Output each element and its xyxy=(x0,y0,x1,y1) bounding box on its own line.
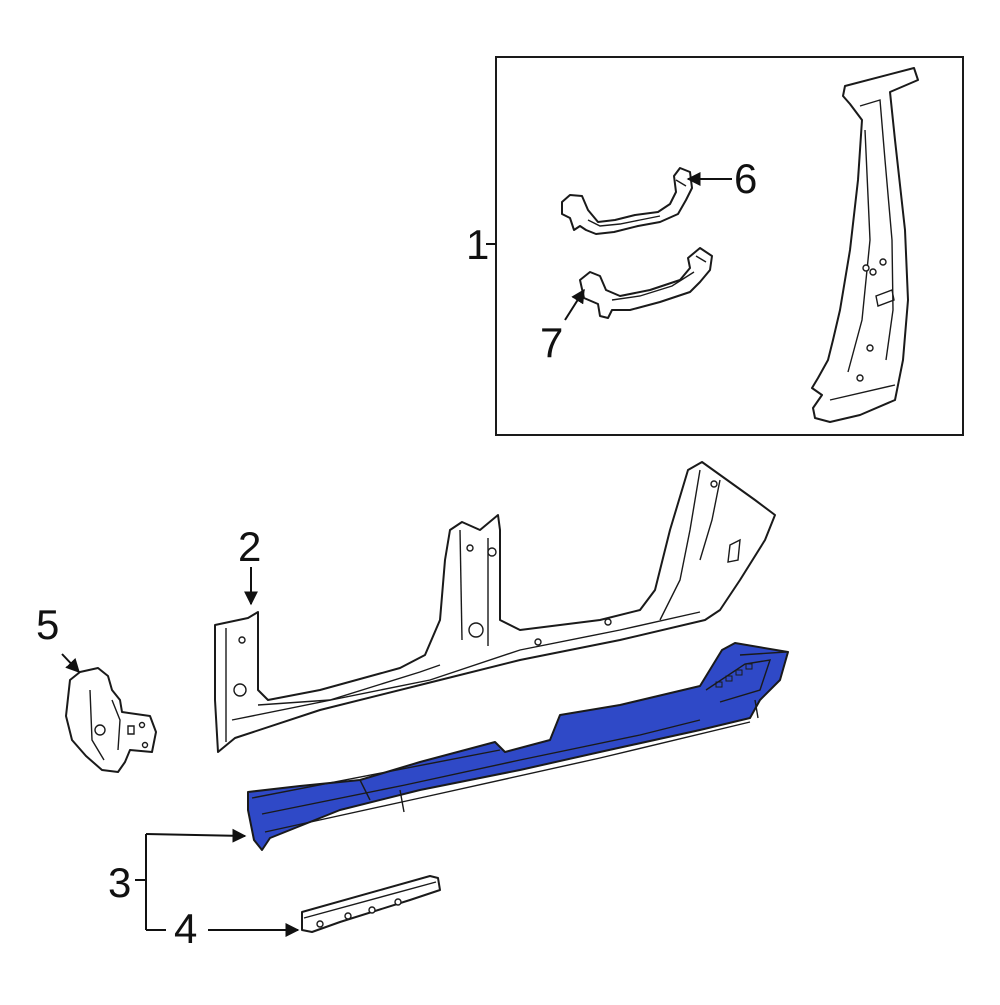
leader-7 xyxy=(564,288,585,321)
leader-3-bracket xyxy=(135,834,147,930)
callout-7: 7 xyxy=(540,319,564,366)
rocker-panel-part-3[interactable] xyxy=(247,642,789,851)
callout-5: 5 xyxy=(36,601,60,648)
plate-part-4[interactable] xyxy=(301,875,441,933)
callout-2: 2 xyxy=(238,523,262,570)
inner-rocker-part-2[interactable] xyxy=(214,461,776,753)
b-pillar-panel[interactable] xyxy=(811,67,919,423)
leader-3 xyxy=(145,828,247,843)
callout-4: 4 xyxy=(174,905,198,952)
callout-6: 6 xyxy=(734,155,758,202)
bracket-part-5[interactable] xyxy=(65,667,157,773)
leader-5 xyxy=(61,653,80,674)
reinforcement-part-7[interactable] xyxy=(579,247,713,319)
callout-1: 1 xyxy=(466,221,490,268)
callout-3: 3 xyxy=(108,859,132,906)
